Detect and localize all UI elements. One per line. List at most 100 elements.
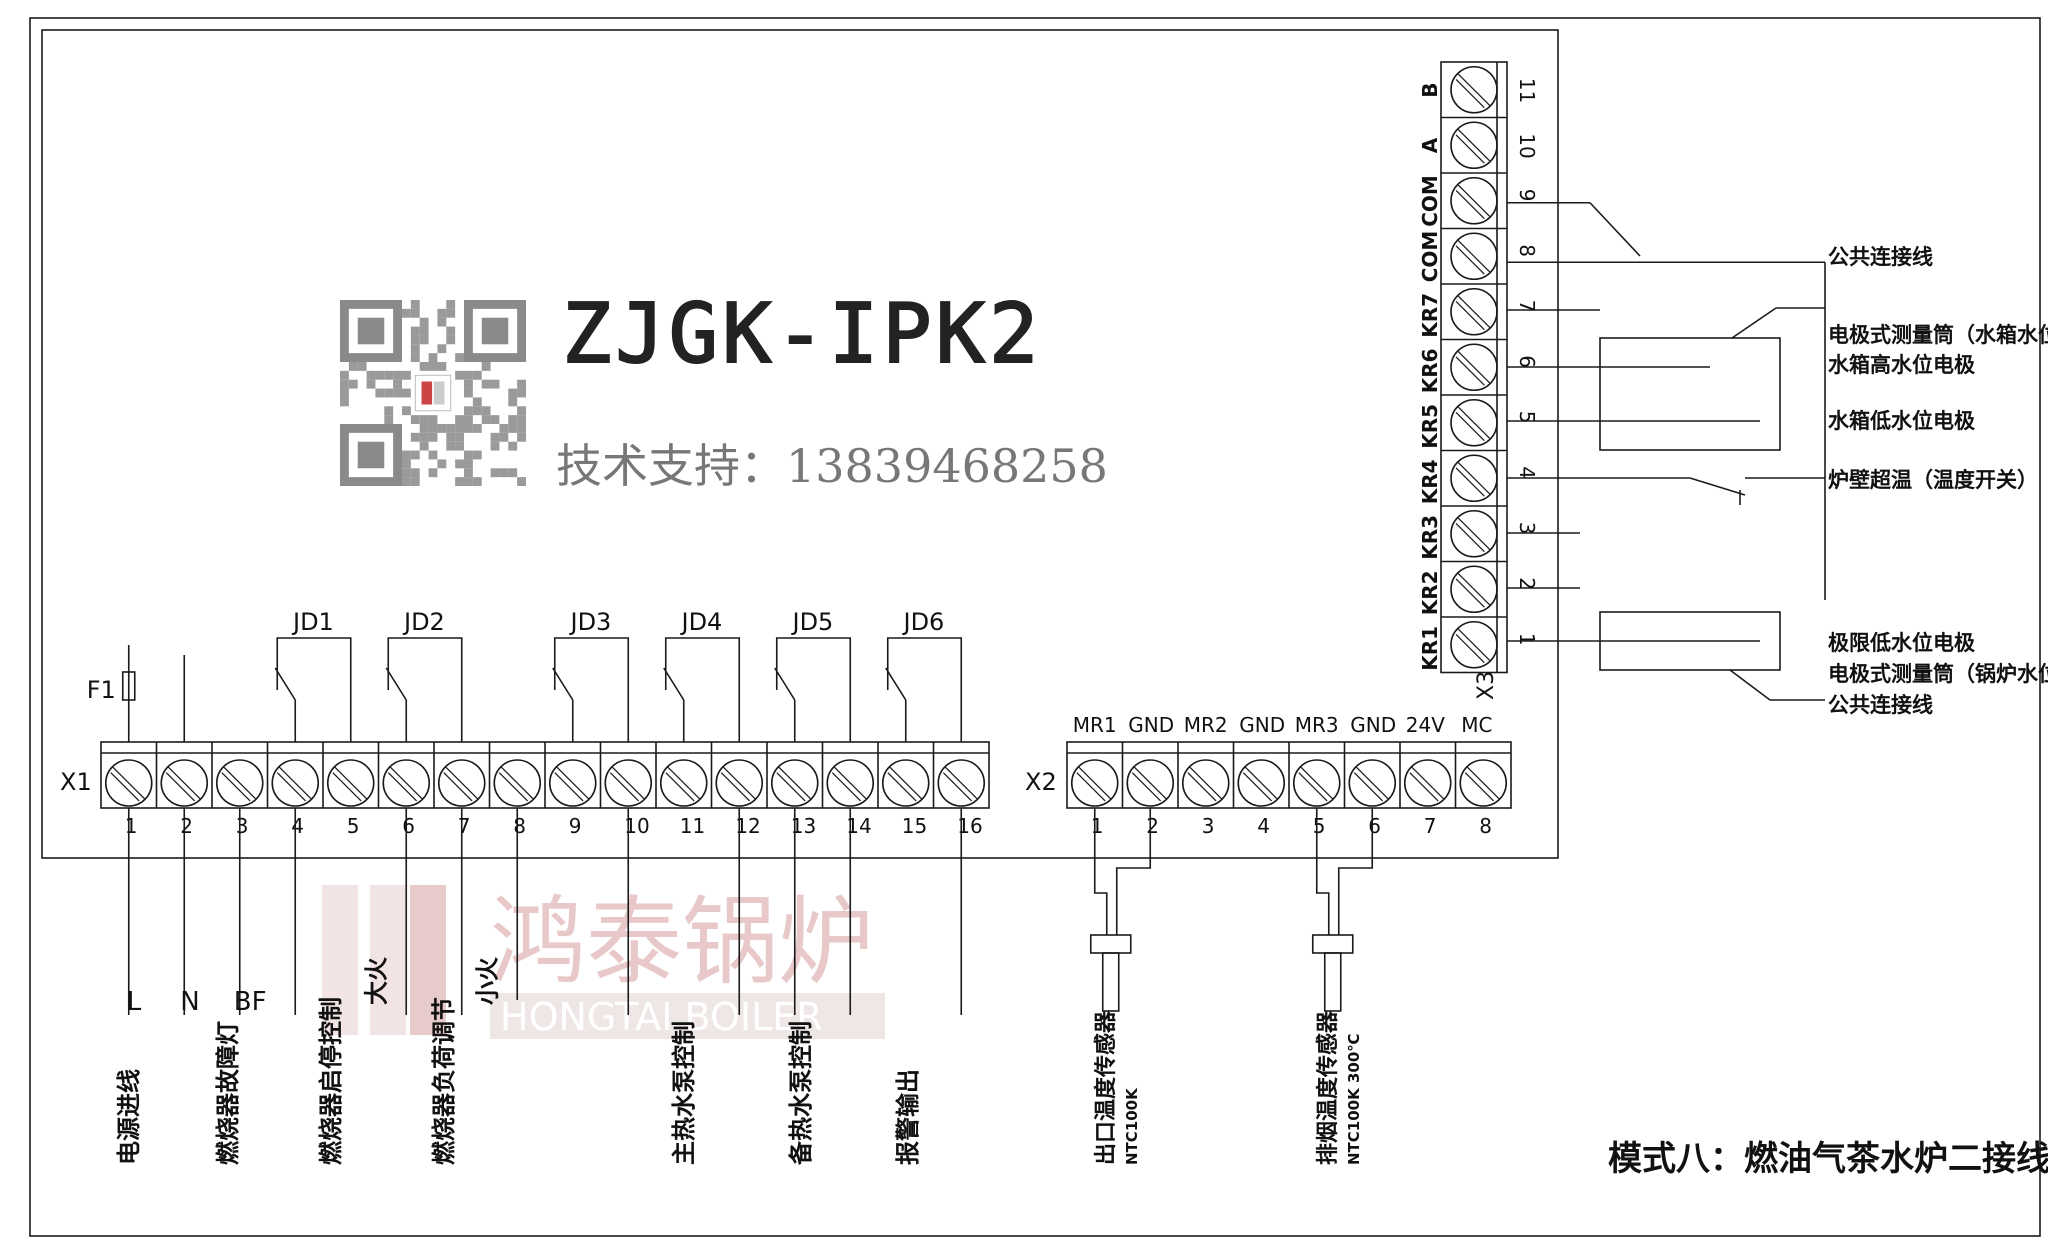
screw-slot — [1355, 766, 1389, 800]
qr-module — [455, 441, 464, 451]
x2-screw-3 — [1181, 759, 1230, 807]
x2-top-label: GND — [1239, 713, 1285, 737]
qr-module — [384, 406, 394, 416]
relay-label: JD3 — [569, 608, 612, 636]
qr-module — [481, 379, 491, 389]
function-label-7: 报警输出 — [894, 1069, 922, 1165]
qr-module — [348, 379, 358, 389]
qr-module — [464, 370, 473, 380]
screw-slot — [1457, 406, 1491, 440]
x1-screw-14 — [826, 759, 875, 807]
qr-module — [393, 379, 402, 389]
qr-module — [384, 388, 394, 398]
x3-note-3: 水箱高水位电极 — [1828, 353, 1976, 377]
x3-terminal-name: KR7 — [1418, 293, 1442, 338]
qr-module — [437, 424, 447, 433]
x3-screw-6 — [1450, 343, 1498, 392]
screw-slot — [500, 766, 534, 800]
x1-screw-10 — [604, 759, 653, 807]
x1-screw-8 — [493, 759, 542, 807]
boiler-measure-box — [1599, 611, 1781, 671]
qr-module — [472, 406, 482, 416]
qr-module — [402, 406, 411, 416]
x1-screw-12 — [715, 759, 764, 807]
x2-screw-6 — [1348, 759, 1397, 807]
qr-module — [437, 317, 447, 327]
screw-slot — [1455, 633, 1485, 664]
qr-module — [517, 424, 526, 433]
relay-contact-line — [387, 637, 463, 742]
relay-label: JD5 — [791, 608, 834, 636]
x3-screw-5 — [1450, 398, 1498, 447]
screw-slot — [445, 766, 479, 800]
sensor-spec: NTC100K 300℃ — [1345, 1034, 1363, 1165]
qr-module — [517, 477, 526, 486]
x3-screw-10 — [1450, 121, 1498, 170]
screw-slot — [667, 766, 701, 800]
x1-terminal-number: 11 — [680, 814, 705, 838]
qr-module — [428, 424, 438, 433]
relay-contact-line — [553, 637, 630, 742]
function-label-5: 主热水泵控制 — [670, 1021, 698, 1165]
qr-module — [472, 370, 482, 380]
qr-module — [508, 441, 518, 451]
x3-screw-9 — [1450, 176, 1498, 225]
qr-module — [481, 362, 491, 371]
x2-top-label: MC — [1461, 713, 1492, 737]
sensor-lead — [1315, 808, 1330, 935]
x1-terminal-number: 3 — [236, 814, 249, 838]
wire-letter-bf: BF — [234, 987, 267, 1017]
qr-module — [490, 441, 500, 451]
x3-screw-7 — [1450, 287, 1498, 336]
qr-module — [402, 459, 411, 469]
x3-terminal-name: KR1 — [1418, 626, 1442, 671]
x1-terminal-number: 4 — [291, 814, 304, 838]
x2-terminal-number: 6 — [1368, 814, 1381, 838]
tank-box-leader — [1731, 307, 1777, 339]
x3-terminal-number: 8 — [1515, 244, 1539, 257]
qr-module — [419, 335, 429, 345]
qr-module — [366, 370, 376, 380]
x3-terminal-number: 6 — [1515, 355, 1539, 368]
x2-top-label: MR2 — [1184, 713, 1228, 737]
screw-slot — [611, 766, 645, 800]
qr-module — [402, 477, 411, 486]
qr-module — [490, 468, 500, 478]
screw-slot — [165, 772, 196, 802]
qr-module — [419, 424, 429, 433]
qr-module — [366, 379, 376, 389]
x1-screw-5 — [326, 759, 375, 807]
x1-screw-3 — [215, 759, 264, 807]
x2-screw-2 — [1126, 759, 1175, 807]
x3-terminal-number: 11 — [1515, 78, 1539, 103]
function-label-3: 燃烧器启停控制 — [317, 997, 345, 1165]
qr-module — [437, 308, 447, 318]
qr-module — [402, 450, 411, 460]
x3-terminal-name: B — [1418, 83, 1442, 98]
screw-slot — [1455, 245, 1485, 275]
qr-module — [517, 388, 526, 398]
function-label-1: 电源进线 — [115, 1069, 143, 1165]
screw-slot — [1242, 772, 1273, 802]
sensor-name: 排烟温度传感器 — [1315, 1010, 1341, 1165]
qr-module — [437, 344, 447, 354]
sensor-probe-icon — [1323, 952, 1342, 1012]
support-text: 技术支持：13839468258 — [556, 439, 1108, 493]
outer-frame — [29, 17, 2041, 1237]
boiler-box-leader — [1729, 669, 1771, 701]
qr-module — [402, 308, 411, 318]
qr-module — [464, 477, 473, 486]
qr-module — [410, 432, 420, 442]
x3-terminal-number: 1 — [1515, 633, 1539, 646]
fuse-icon — [121, 671, 136, 701]
screw-slot — [1455, 189, 1485, 220]
screw-slot — [1300, 766, 1334, 800]
qr-module — [375, 388, 385, 398]
qr-module — [428, 432, 438, 442]
qr-finder — [463, 299, 526, 362]
x3-terminal-name: KR3 — [1418, 515, 1442, 560]
qr-finder — [339, 423, 402, 486]
qr-module — [446, 326, 456, 336]
screw-slot — [1455, 300, 1485, 331]
